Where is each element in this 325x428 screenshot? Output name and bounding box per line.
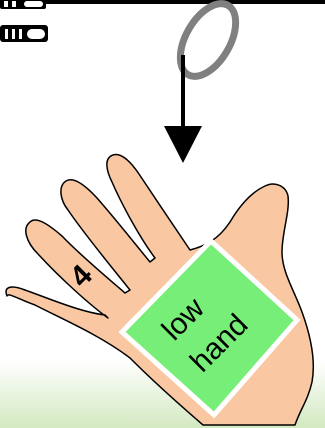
binder-clip-icon <box>0 0 46 9</box>
top-border <box>0 0 325 4</box>
ring-icon <box>169 0 247 86</box>
binder-clip-icon-2 <box>0 25 48 42</box>
down-arrow-icon <box>164 55 202 163</box>
